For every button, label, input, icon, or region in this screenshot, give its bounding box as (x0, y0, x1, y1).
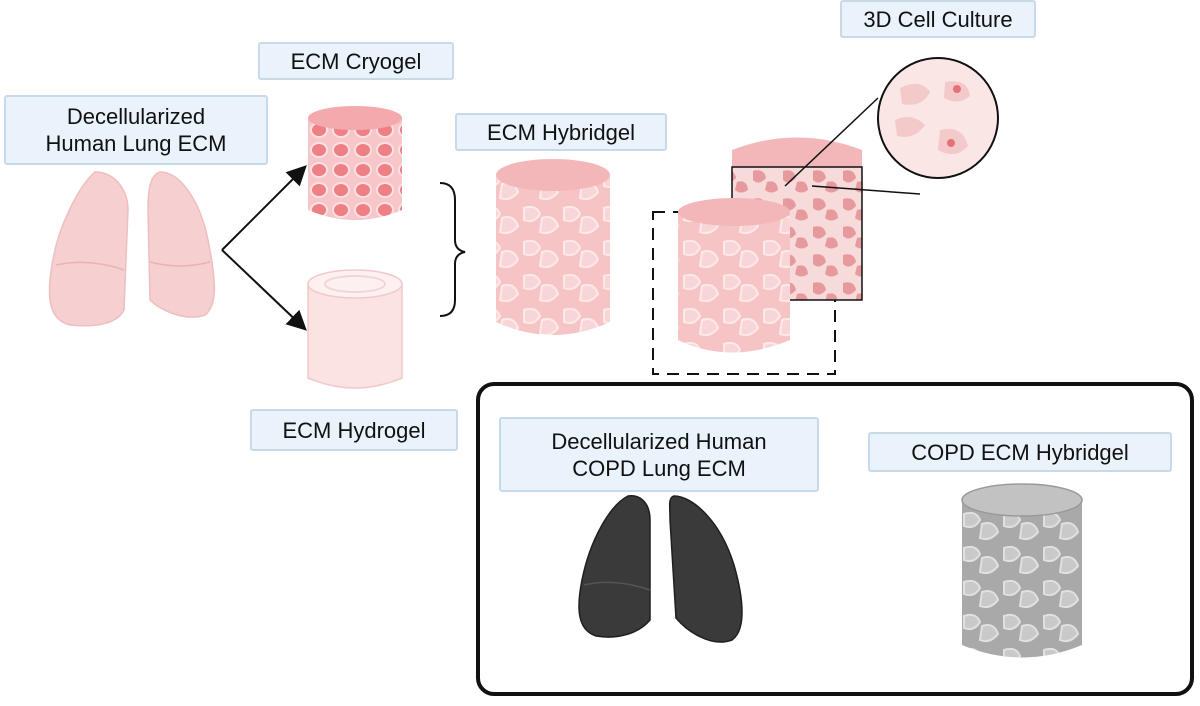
ecm-cryogel-label: ECM Cryogel (258, 42, 454, 80)
label-text: COPD ECM Hybridgel (911, 439, 1129, 465)
label-text: ECM Hydrogel (282, 417, 426, 443)
combine-brace (439, 182, 466, 317)
arrow-to-hydrogel (221, 249, 307, 331)
copd-ecm-hybridgel-label: COPD ECM Hybridgel (868, 432, 1172, 472)
decellularized-human-lung-ecm-label: Decellularized Human Lung ECM (4, 95, 268, 165)
hydrogel-cylinder-icon (307, 269, 403, 389)
copd-lung-icon (578, 495, 743, 643)
label-line: Decellularized Human (551, 428, 767, 454)
copd-group-box (476, 382, 1194, 696)
label-line: Decellularized (66, 104, 206, 129)
ecm-hydrogel-label: ECM Hydrogel (250, 409, 458, 451)
label-text: ECM Cryogel (290, 48, 422, 74)
ecm-hybridgel-label: ECM Hybridgel (455, 113, 667, 151)
3d-cell-culture-label: 3D Cell Culture (840, 0, 1036, 38)
arrow-to-cryogel (221, 165, 307, 251)
copd-hybridgel-cylinder-icon (961, 483, 1083, 658)
label-line: COPD Lung ECM (572, 455, 746, 481)
hybridgel-cylinder-icon (496, 159, 610, 335)
healthy-lung-icon (48, 171, 216, 327)
decellularized-human-copd-lung-ecm-label: Decellularized Human COPD Lung ECM (499, 417, 819, 492)
label-line: Human Lung ECM (45, 131, 227, 156)
label-text: 3D Cell Culture (863, 6, 1013, 32)
label-text: ECM Hybridgel (487, 119, 635, 145)
zoom-line-top (784, 97, 879, 187)
cryogel-cylinder-icon (308, 106, 402, 220)
cell-culture-zoom-icon (877, 57, 999, 179)
zoom-line-bottom (811, 185, 921, 195)
cut-hybridgel-icon (678, 137, 863, 353)
